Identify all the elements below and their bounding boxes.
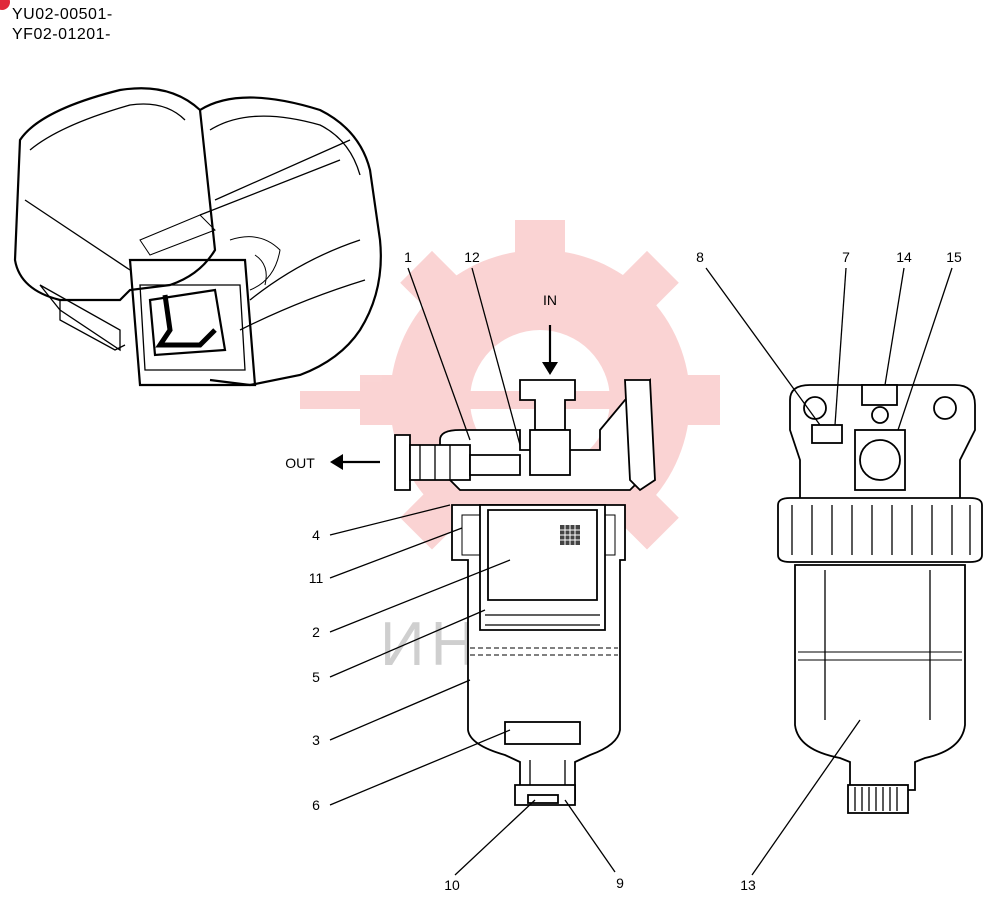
callout-1: 1 xyxy=(404,249,412,265)
callout-11: 11 xyxy=(309,570,324,586)
callout-7: 7 xyxy=(842,249,850,265)
callout-13: 13 xyxy=(740,877,756,893)
callout-14: 14 xyxy=(896,249,912,265)
callout-4: 4 xyxy=(312,527,320,543)
callout-leaders xyxy=(329,267,953,876)
callout-5: 5 xyxy=(312,669,320,685)
callout-3: 3 xyxy=(312,732,320,748)
screen-mesh-icon xyxy=(560,525,580,545)
out-label: OUT xyxy=(285,455,315,471)
callout-9: 9 xyxy=(616,875,624,891)
callout-12: 12 xyxy=(464,249,480,265)
callout-2: 2 xyxy=(312,624,320,640)
red-badge-icon xyxy=(0,0,10,10)
callout-6: 6 xyxy=(312,797,320,813)
serial-range-2: YF02-01201- xyxy=(12,26,111,43)
filter-external-view xyxy=(777,384,983,814)
callout-10: 10 xyxy=(444,877,460,893)
callout-8: 8 xyxy=(696,249,704,265)
filter-cross-section xyxy=(330,325,656,806)
serial-range-1: YU02-00501- xyxy=(12,6,113,23)
excavator-cab-overview xyxy=(13,87,382,387)
callout-15: 15 xyxy=(946,249,962,265)
in-label: IN xyxy=(543,292,557,308)
